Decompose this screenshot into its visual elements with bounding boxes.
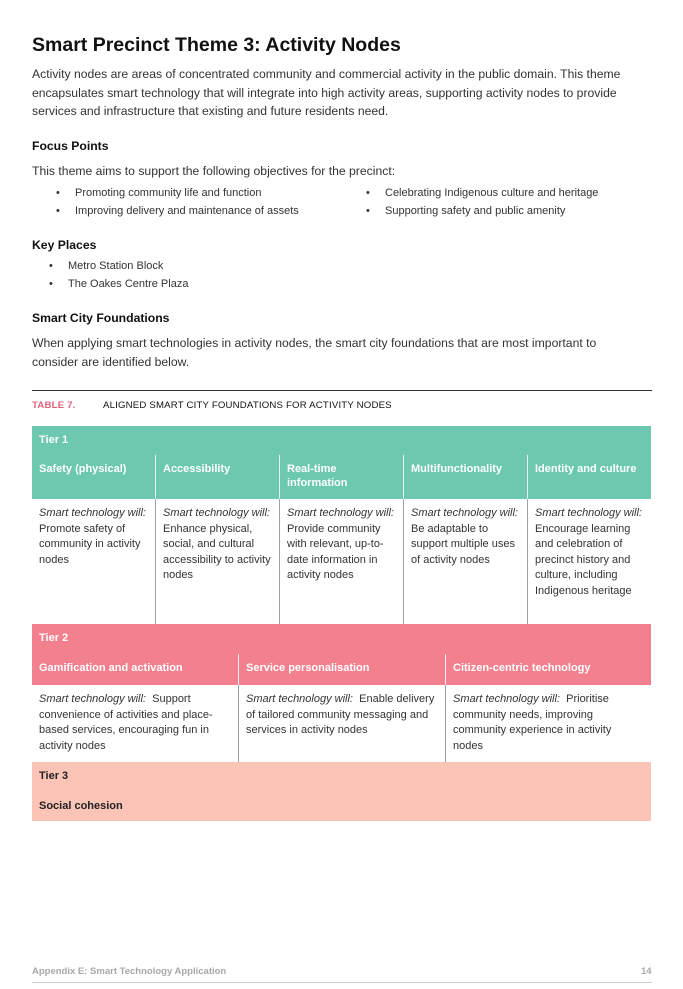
tier1-cell-realtime: Smart technology will: Provide community…	[280, 499, 404, 624]
tier1-label: Tier 1	[39, 434, 69, 446]
tier1-cell-identity: Smart technology will: Encourage learnin…	[535, 507, 642, 597]
foundations-paragraph: When applying smart technologies in acti…	[32, 336, 597, 369]
tier2-header-row: Gamification and activation Service pers…	[32, 654, 651, 685]
foundations-heading: Smart City Foundations	[32, 311, 170, 325]
focus-list-right: Celebrating Indigenous culture and herit…	[362, 184, 652, 220]
tier2-label: Tier 2	[39, 632, 69, 644]
tier2-band: Tier 2	[32, 624, 651, 654]
tier1-header-row: Safety (physical) Accessibility Real-tim…	[32, 455, 651, 499]
focus-points-heading: Focus Points	[32, 139, 109, 153]
page-title: Smart Precinct Theme 3: Activity Nodes	[32, 34, 401, 56]
tier3-header-row: Social cohesion	[32, 792, 651, 821]
footer-section-title: Appendix E: Smart Technology Application	[32, 966, 227, 977]
list-item: Metro Station Block	[45, 257, 345, 275]
tier2-cell-gamification: Smart technology will: Support convenien…	[32, 685, 239, 762]
intro-paragraph: Activity nodes are areas of concentrated…	[32, 67, 621, 119]
tier2-cell-citizen: Smart technology will: Prioritise commun…	[453, 693, 612, 752]
focus-points-lead: This theme aims to support the following…	[32, 164, 396, 178]
table-caption-title: ALIGNED SMART CITY FOUNDATIONS FOR ACTIV…	[103, 400, 392, 411]
key-places-list: Metro Station Block The Oakes Centre Pla…	[45, 257, 345, 293]
list-item: Improving delivery and maintenance of as…	[52, 202, 342, 220]
tier2-head-gamification: Gamification and activation	[32, 654, 239, 685]
table-number: TABLE 7.	[32, 400, 76, 411]
table-caption: TABLE 7. ALIGNED SMART CITY FOUNDATIONS …	[32, 400, 392, 411]
tier2-head-citizen: Citizen-centric technology	[453, 662, 591, 674]
tier1-cell-multifunctionality: Smart technology will: Be adaptable to s…	[404, 499, 528, 624]
tier3-band: Tier 3	[32, 762, 651, 792]
tier2-head-personalisation: Service personalisation	[239, 654, 446, 685]
page-number: 14	[641, 966, 652, 977]
tier1-cell-accessibility: Smart technology will: Enhance physical,…	[156, 499, 280, 624]
tier1-band: Tier 1	[32, 426, 651, 455]
key-places-heading: Key Places	[32, 238, 97, 252]
list-item: The Oakes Centre Plaza	[45, 275, 345, 293]
tier3-label: Tier 3	[39, 770, 69, 782]
list-item: Supporting safety and public amenity	[362, 202, 652, 220]
tier1-cell-safety: Smart technology will: Promote safety of…	[32, 499, 156, 624]
footer-rule	[32, 982, 652, 983]
list-item: Celebrating Indigenous culture and herit…	[362, 184, 652, 202]
tier2-body-row: Smart technology will: Support convenien…	[32, 685, 651, 762]
focus-list-left: Promoting community life and function Im…	[52, 184, 342, 220]
tier1-head-identity: Identity and culture	[535, 463, 637, 475]
tier1-head-multifunctionality: Multifunctionality	[404, 455, 528, 499]
tier1-head-accessibility: Accessibility	[156, 455, 280, 499]
list-item: Promoting community life and function	[52, 184, 342, 202]
tier2-cell-personalisation: Smart technology will: Enable delivery o…	[239, 685, 446, 762]
tier3-head-social-cohesion: Social cohesion	[39, 800, 123, 812]
tier1-head-realtime: Real-time information	[280, 455, 404, 499]
tier1-head-safety: Safety (physical)	[32, 455, 156, 499]
tier1-body-row: Smart technology will: Promote safety of…	[32, 499, 651, 624]
table-top-rule	[32, 390, 652, 391]
